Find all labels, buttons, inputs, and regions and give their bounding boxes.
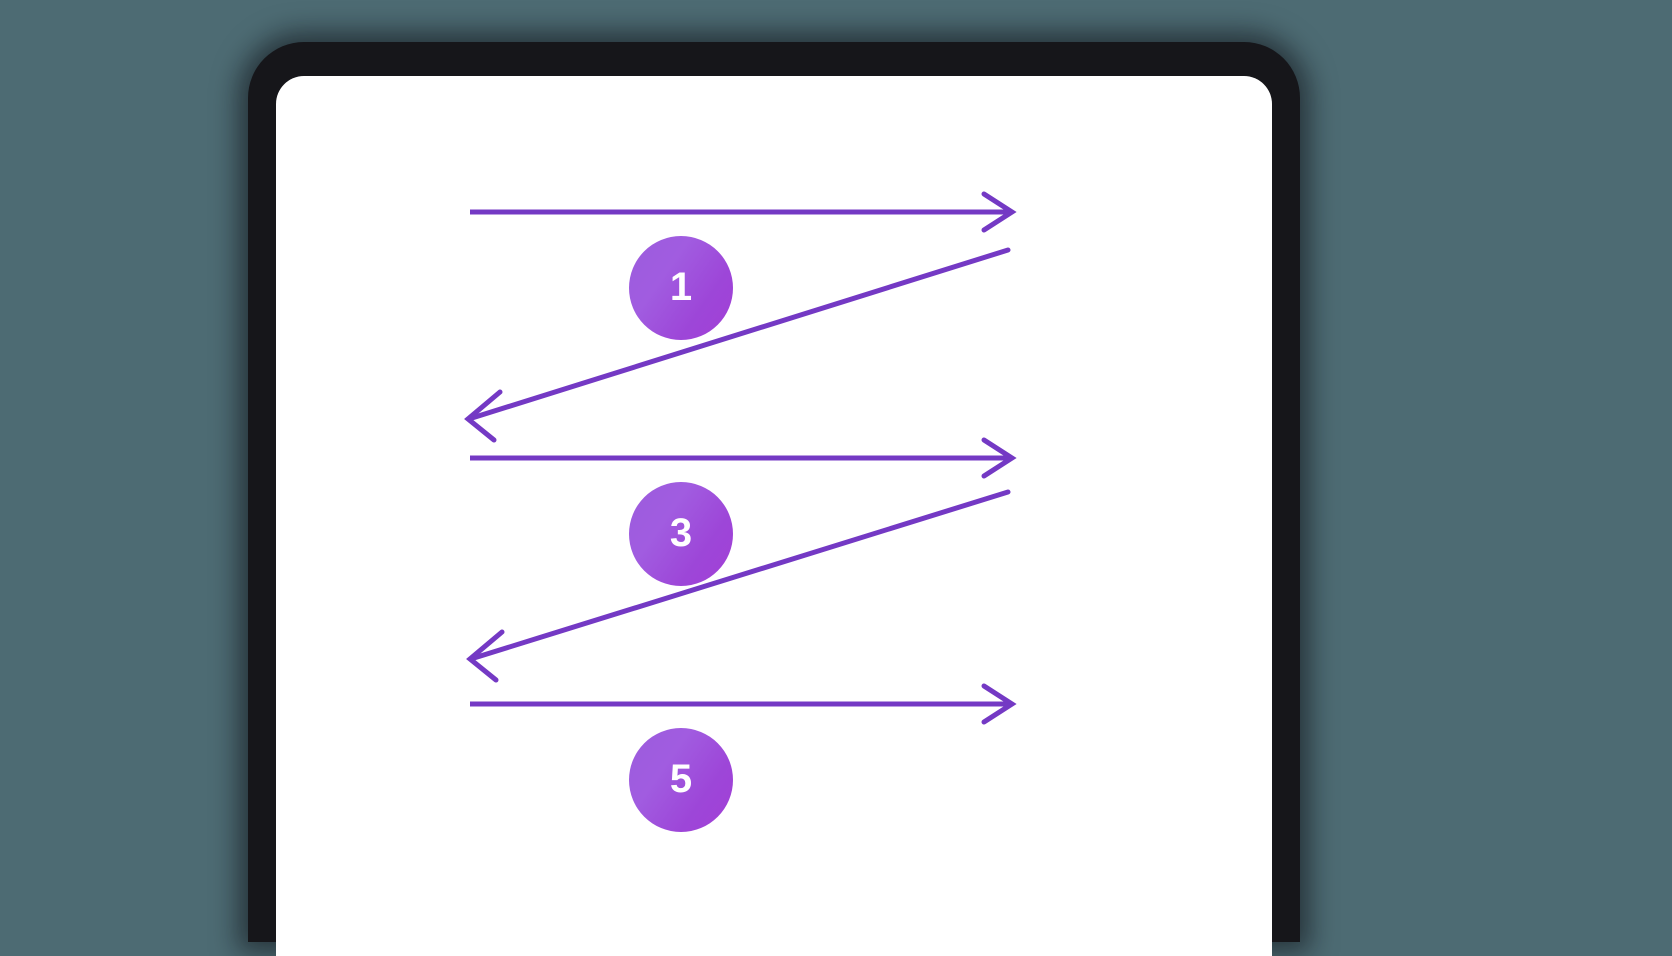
edge-5-to-6 xyxy=(470,683,1017,725)
edge-2-to-3 xyxy=(464,247,1011,443)
edge-3-to-4 xyxy=(470,437,1017,479)
device-screen: 1 2 3 4 5 6 xyxy=(276,76,1272,956)
flow-diagram: 1 2 3 4 5 6 xyxy=(276,76,1272,956)
node-label-5: 5 xyxy=(669,757,693,801)
edge-4-to-5 xyxy=(466,489,1011,683)
screenshot-canvas: 1 2 3 4 5 6 xyxy=(248,42,1300,956)
edge-1-to-2 xyxy=(470,191,1017,233)
diagram-node-5[interactable]: 5 xyxy=(629,728,733,832)
node-label-3: 3 xyxy=(669,511,693,555)
diagram-node-3[interactable]: 3 xyxy=(629,482,733,586)
node-label-1: 1 xyxy=(669,265,693,309)
diagram-node-1[interactable]: 1 xyxy=(629,236,733,340)
diagram-edges xyxy=(464,191,1017,725)
